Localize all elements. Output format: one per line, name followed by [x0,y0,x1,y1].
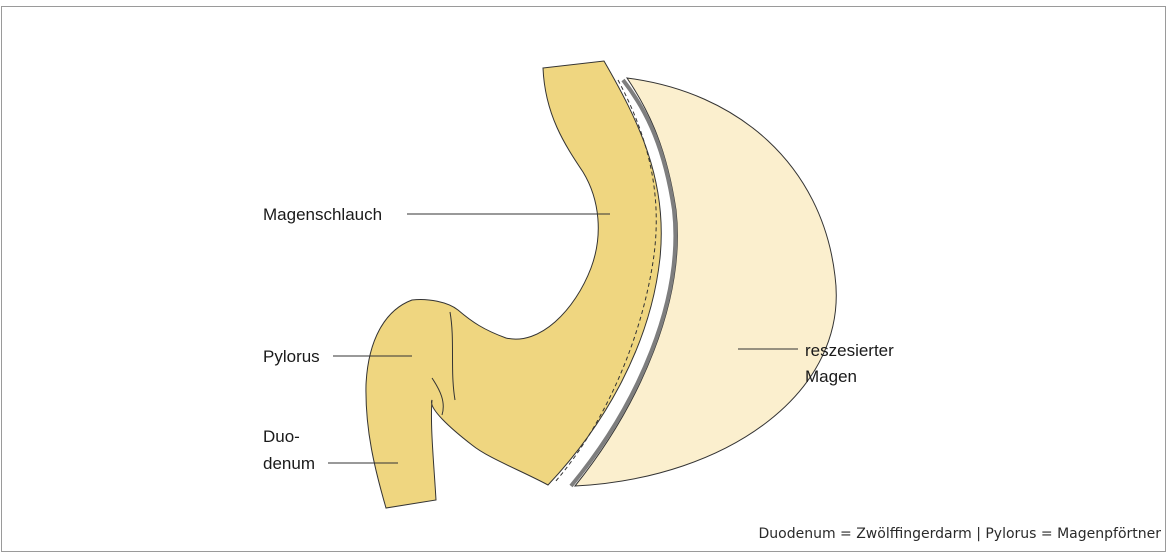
label-pylorus: Pylorus [263,347,320,366]
label-resected-line2: Magen [805,367,857,386]
label-resected-line1: reszesierter [805,341,894,360]
label-duodenum-line1: Duo- [263,427,300,446]
label-duodenum-line2: denum [263,454,315,473]
label-magenschlauch: Magenschlauch [263,205,382,224]
legend-caption: Duodenum = Zwölffingerdarm | Pylorus = M… [758,526,1161,542]
